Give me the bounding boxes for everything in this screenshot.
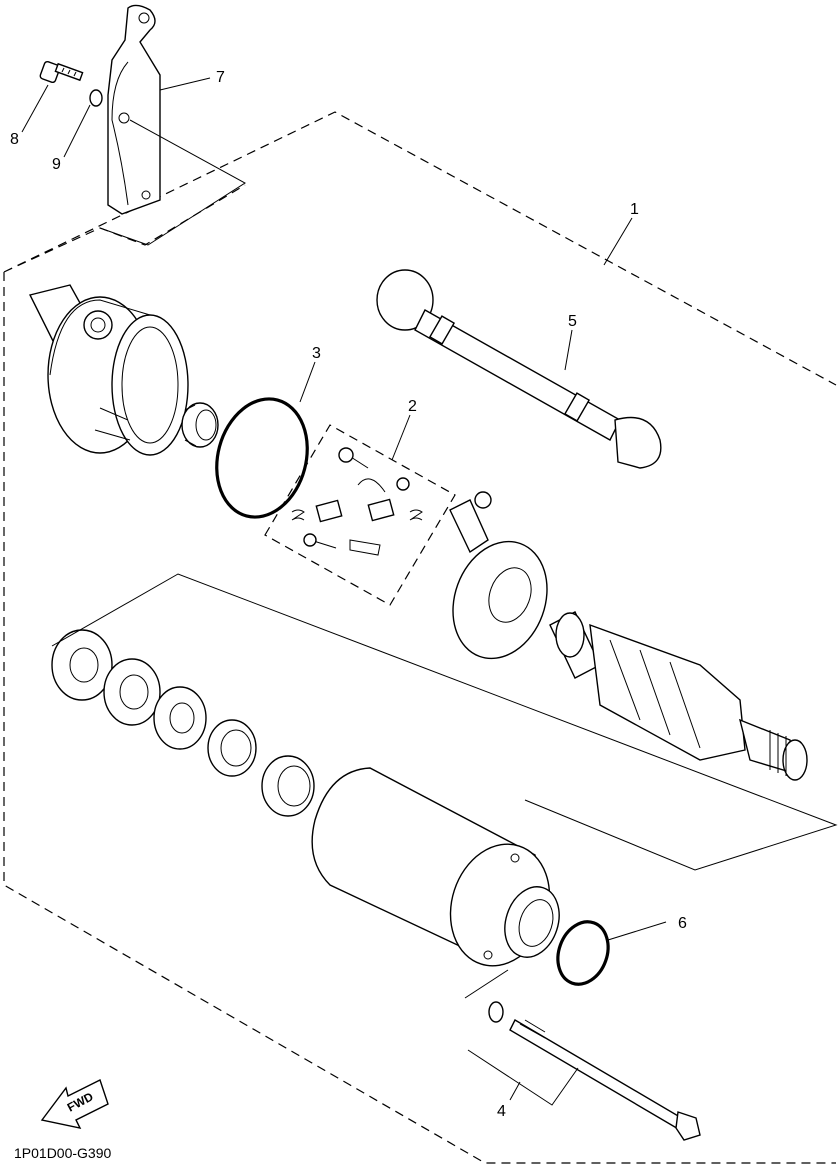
callout-6: 6 — [678, 915, 687, 932]
front-cover-part — [28, 284, 189, 456]
callout-8: 8 — [10, 131, 19, 148]
brush-set-dashed-box — [264, 424, 456, 606]
bolt-part-8 — [39, 60, 84, 84]
drawing-code: 1P01D00-G390 — [14, 1145, 112, 1161]
bracket-part — [99, 4, 246, 246]
assembly-dashed-outline — [3, 111, 837, 1164]
callout-4: 4 — [497, 1103, 506, 1120]
brush-set-part — [291, 447, 423, 556]
callout-7: 7 — [216, 69, 225, 86]
bushing-part — [181, 402, 219, 448]
brush-plate-part — [449, 491, 548, 660]
callout-5: 5 — [568, 313, 577, 330]
leader-lines — [21, 77, 667, 1101]
washer-stack-part — [51, 629, 315, 817]
armature-part — [549, 611, 808, 781]
callout-3: 3 — [312, 345, 321, 362]
bolt-set-part-4 — [488, 1001, 701, 1141]
shaft-part-5 — [376, 269, 662, 469]
callout-9: 9 — [52, 156, 61, 173]
o-ring-part-6 — [556, 920, 610, 986]
fwd-arrow-icon: FWD — [40, 1079, 109, 1129]
o-ring-part-3 — [215, 397, 309, 519]
callout-1: 1 — [630, 201, 639, 218]
washer-part-9 — [89, 89, 103, 107]
assembly-group-lines — [51, 573, 838, 1106]
yoke-part — [311, 767, 560, 967]
callout-2: 2 — [408, 398, 417, 415]
